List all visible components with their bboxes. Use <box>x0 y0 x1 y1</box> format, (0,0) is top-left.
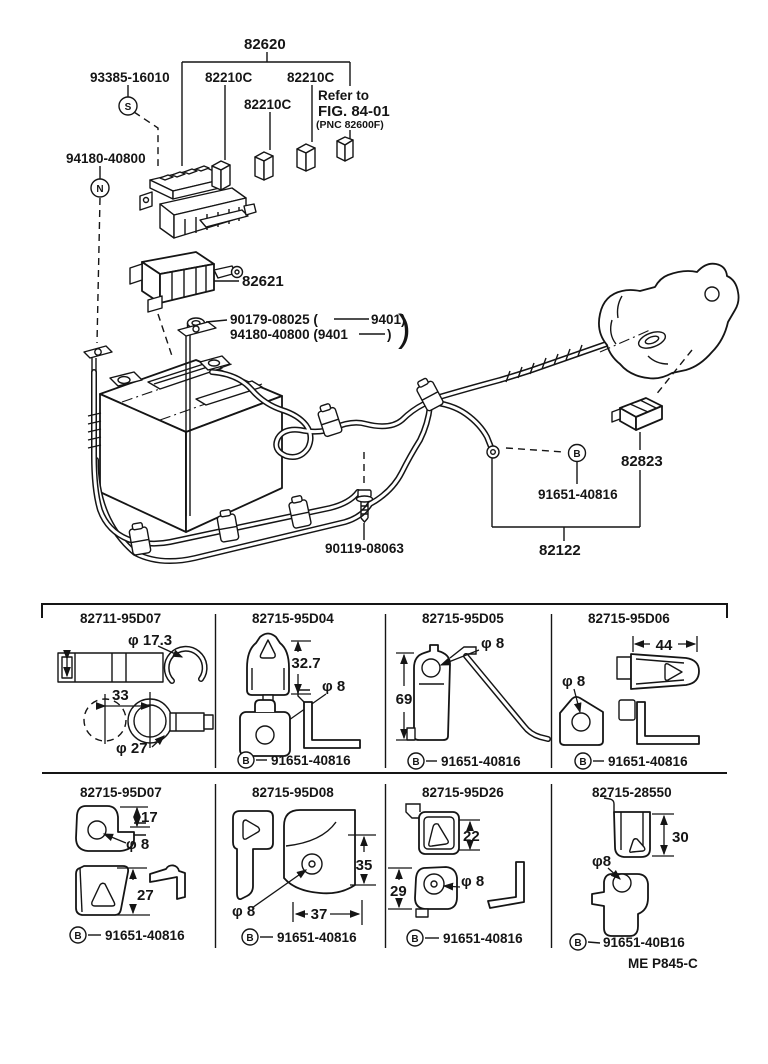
part-number: 82715-95D06 <box>588 611 670 626</box>
dim-phi17: φ 17.3 <box>128 632 172 649</box>
dim-29: 29 <box>390 883 407 900</box>
grid-cell-82715-95d06: 82715-95D06 44 φ 8 B 91651-40816 <box>559 611 700 770</box>
marker-b-circle <box>69 926 87 944</box>
part-number: 82715-95D04 <box>252 611 334 626</box>
dim-phi8: φ 8 <box>322 678 345 695</box>
callout-93385: 93385-16010 <box>90 70 170 85</box>
callout-82210c-1: 82210C <box>205 70 253 85</box>
part-number: 82715-95D08 <box>252 785 334 800</box>
part-number: 82715-95D05 <box>422 611 504 626</box>
refer-note-line2: FIG. 84-01 <box>318 103 390 120</box>
marker-b-circle <box>569 933 587 951</box>
dim-35: 35 <box>356 857 373 874</box>
callout-82823: 82823 <box>621 453 663 470</box>
dim-33: 33 <box>112 687 129 704</box>
callout-82620: 82620 <box>244 36 286 53</box>
battery <box>99 355 283 533</box>
callout-94180b-right: ) <box>387 327 392 342</box>
dim-37: 37 <box>311 906 328 923</box>
plate-code: ME P845-C <box>628 956 698 971</box>
starter-housing <box>598 262 740 380</box>
grid-cell-82715-95d07: 82715-95D07 17 φ 8 27 B 91651-40816 <box>69 785 186 944</box>
bolt-number: 91651-40816 <box>608 754 688 769</box>
grid-cell-82711-95d07: 82711-95D07 φ 17.3 33 φ 27 <box>57 611 214 757</box>
marker-b-letter: B <box>411 934 418 945</box>
fuse-blocks <box>211 136 354 191</box>
callout-82210c-3: 82210C <box>244 97 292 112</box>
dim-phi8: φ 8 <box>126 836 149 853</box>
marker-n-circle <box>90 178 110 198</box>
callout-94180: 94180-40800 <box>66 151 146 166</box>
bolt-number: 91651-40816 <box>277 930 357 945</box>
dim-phi8: φ 8 <box>232 903 255 920</box>
dim-phi27: φ 27 <box>116 740 148 757</box>
marker-b-circle <box>241 928 259 946</box>
relay-82621 <box>129 251 244 313</box>
refer-note-line3: (PNC 82600F) <box>316 119 384 131</box>
callout-82122: 82122 <box>539 542 581 559</box>
fusebox-callout-bracket <box>181 52 351 166</box>
marker-b-circle <box>237 751 255 769</box>
dim-30: 30 <box>672 829 689 846</box>
bolt-number: 91651-40816 <box>105 928 185 943</box>
bolt-number: 91651-40816 <box>271 753 351 768</box>
marker-b-letter-main: B <box>573 449 580 460</box>
range-brace: ) <box>398 308 411 350</box>
callout-82621: 82621 <box>242 273 284 290</box>
part-number: 82715-95D26 <box>422 785 504 800</box>
screw-90119 <box>355 452 374 540</box>
dim-32-7: 32.7 <box>291 655 320 672</box>
dim-27: 27 <box>137 887 154 904</box>
fusebox-82620 <box>139 165 257 239</box>
marker-s-circle <box>118 96 138 116</box>
grid-cell-82715-95d26: 82715-95D26 22 29 φ 8 B 91651-40816 <box>388 785 525 947</box>
bolt-number: 91651-40B16 <box>603 935 685 950</box>
dim-44: 44 <box>656 637 673 654</box>
harness-bracket <box>491 458 641 541</box>
callout-90119: 90119-08063 <box>325 541 404 556</box>
marker-s-letter: S <box>125 102 132 113</box>
dim-phi8: φ 8 <box>562 673 585 690</box>
marker-b-circle <box>406 929 424 947</box>
grid-cell-82715-95d05: 82715-95D05 69 φ 8 B 91651-40816 <box>396 611 551 770</box>
callout-90179-right: 9401) <box>371 312 406 327</box>
hold-down-rod <box>83 321 217 516</box>
marker-b-letter: B <box>579 757 586 768</box>
grid-cell-82715-95d04: 82715-95D04 32.7 φ 8 B 91651-40816 <box>237 611 361 769</box>
bolt-number: 91651-40816 <box>441 754 521 769</box>
part-number: 82715-28550 <box>592 785 672 800</box>
dim-phi8: φ 8 <box>481 635 504 652</box>
marker-b-letter: B <box>412 757 419 768</box>
marker-b-circle <box>407 752 425 770</box>
part-number: 82711-95D07 <box>80 611 161 626</box>
callout-82210c-2: 82210C <box>287 70 335 85</box>
marker-b-letter: B <box>574 938 581 949</box>
marker-b-letter: B <box>74 931 81 942</box>
callout-90179-left: 90179-08025 ( <box>230 312 318 327</box>
dim-69: 69 <box>396 691 413 708</box>
connector-82823 <box>611 397 663 431</box>
refer-note-line1: Refer to <box>318 88 369 103</box>
marker-b-circle <box>574 752 592 770</box>
grid-borders <box>41 603 728 948</box>
marker-n-letter: N <box>96 184 103 195</box>
grid-cell-82715-95d08: 82715-95D08 35 37 φ 8 B 91651-40816 <box>232 785 376 946</box>
marker-b-letter: B <box>242 756 249 767</box>
part-number: 82715-95D07 <box>80 785 162 800</box>
dim-22: 22 <box>463 828 480 845</box>
callout-94180b-left: 94180-40800 (9401 <box>230 327 348 342</box>
callout-91651-main: 91651-40816 <box>538 487 618 502</box>
marker-b-letter: B <box>246 933 253 944</box>
grid-cell-82715-28550: 82715-28550 30 φ8 B 91651-40B16 <box>569 785 689 951</box>
bolt-number: 91651-40816 <box>443 931 523 946</box>
dim-phi8: φ8 <box>592 853 611 870</box>
dim-17: 17 <box>141 809 158 826</box>
marker-b-circle-main <box>567 443 587 463</box>
dim-phi8: φ 8 <box>461 873 484 890</box>
